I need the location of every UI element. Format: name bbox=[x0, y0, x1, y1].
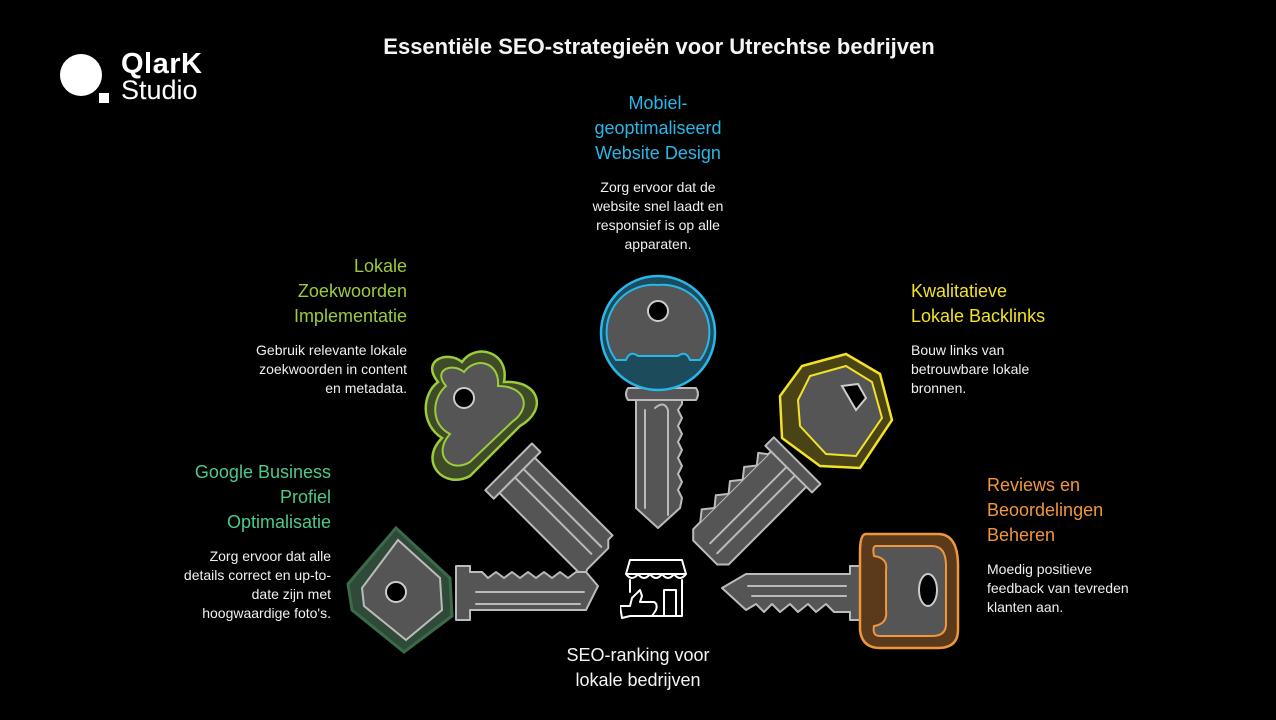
brand-name: QlarK bbox=[121, 48, 203, 80]
brand-subname: Studio bbox=[121, 75, 198, 105]
strategy-keywords-heading: Lokale Zoekwoorden Implementatie bbox=[293, 256, 407, 326]
round-key-icon bbox=[599, 274, 717, 529]
strategy-google-business-heading: Google Business Profiel Optimalisatie bbox=[194, 462, 331, 532]
strategy-mobile: Mobiel- geoptimaliseerd Website Design Z… bbox=[552, 91, 764, 254]
clover-key-icon bbox=[424, 350, 614, 579]
strategy-backlinks-heading: Kwalitatieve Lokale Backlinks bbox=[911, 281, 1046, 326]
strategy-keywords: Lokale Zoekwoorden Implementatie Gebruik… bbox=[200, 254, 407, 398]
storefront-thumbs-up-icon bbox=[620, 559, 687, 619]
strategy-backlinks-description: Bouw links van betrouwbare lokale bronne… bbox=[911, 342, 1030, 396]
strategy-reviews: Reviews en Beoordelingen Beheren Moedig … bbox=[987, 473, 1187, 617]
center-label: SEO-ranking voor lokale bedrijven bbox=[566, 645, 710, 690]
logo-mark-icon bbox=[60, 54, 109, 103]
strategy-keywords-description: Gebruik relevante lokale zoekwoorden in … bbox=[256, 342, 407, 396]
rounded-rect-key-icon bbox=[721, 532, 960, 650]
brand-logo: QlarK Studio bbox=[58, 50, 218, 110]
strategy-mobile-description: Zorg ervoor dat de website snel laadt en… bbox=[592, 179, 724, 252]
strategy-google-business: Google Business Profiel Optimalisatie Zo… bbox=[130, 460, 331, 623]
strategy-backlinks: Kwalitatieve Lokale Backlinks Bouw links… bbox=[911, 279, 1131, 398]
hexagon-key-icon bbox=[692, 352, 894, 566]
strategy-google-business-description: Zorg ervoor dat alle details correct en … bbox=[183, 548, 331, 621]
page-title: Essentiële SEO-strategieën voor Utrechts… bbox=[383, 34, 935, 59]
strategy-mobile-heading: Mobiel- geoptimaliseerd Website Design bbox=[594, 93, 722, 163]
strategy-reviews-heading: Reviews en Beoordelingen Beheren bbox=[987, 475, 1104, 545]
diamond-key-icon bbox=[346, 525, 599, 654]
strategy-reviews-description: Moedig positieve feedback van tevreden k… bbox=[987, 561, 1129, 615]
